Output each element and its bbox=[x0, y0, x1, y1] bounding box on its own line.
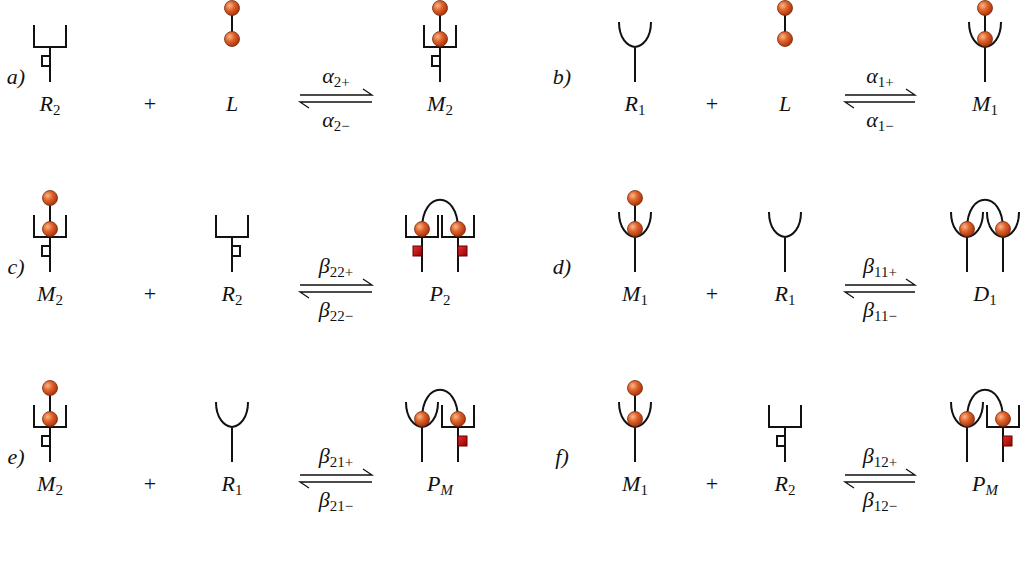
species-label: R2 bbox=[775, 473, 796, 495]
equilibrium-arrow bbox=[300, 469, 372, 488]
species-label: R1 bbox=[775, 283, 796, 305]
panel-letter: d) bbox=[553, 256, 571, 278]
species-label: L bbox=[226, 93, 238, 115]
rate-constant: α1− bbox=[866, 109, 893, 131]
plus-sign: + bbox=[144, 93, 156, 115]
rate-constant: β22− bbox=[319, 299, 353, 321]
species-label: M2 bbox=[37, 283, 63, 305]
species-label: PM bbox=[972, 473, 998, 495]
species-label: D1 bbox=[973, 283, 996, 305]
receptor-r2 bbox=[34, 25, 66, 82]
complex-m2 bbox=[424, 1, 456, 83]
rate-constant: β22+ bbox=[319, 255, 353, 277]
species-label: M1 bbox=[972, 93, 998, 115]
plus-sign: + bbox=[144, 473, 156, 495]
complex-m2 bbox=[34, 381, 66, 463]
equilibrium-arrow bbox=[845, 279, 915, 298]
receptor-r2 bbox=[216, 215, 248, 272]
complex-m1 bbox=[969, 1, 1001, 83]
panel-letter: a) bbox=[7, 66, 25, 88]
ligand bbox=[778, 1, 793, 47]
rate-constant: β21− bbox=[319, 489, 353, 511]
panel-letter: e) bbox=[7, 446, 24, 468]
species-label: P2 bbox=[430, 283, 451, 305]
equilibrium-arrow bbox=[300, 279, 372, 298]
plus-sign: + bbox=[706, 473, 718, 495]
dimer-pm bbox=[951, 390, 1019, 462]
dimer-d1 bbox=[951, 200, 1019, 272]
rate-constant: α1+ bbox=[866, 65, 893, 87]
ligand bbox=[225, 1, 240, 47]
receptor-r2 bbox=[769, 405, 801, 462]
species-label: M2 bbox=[427, 93, 453, 115]
species-label: R2 bbox=[40, 93, 61, 115]
dimer-pm bbox=[406, 390, 474, 462]
rate-constant: β11− bbox=[863, 299, 897, 321]
species-label: R1 bbox=[625, 93, 646, 115]
panel-letter: f) bbox=[555, 446, 568, 468]
species-label: M1 bbox=[622, 283, 648, 305]
species-label: M1 bbox=[622, 473, 648, 495]
receptor-r1 bbox=[769, 212, 801, 272]
rate-constant: α2− bbox=[322, 109, 349, 131]
dimer-p2 bbox=[406, 200, 474, 272]
rate-constant: β11+ bbox=[863, 255, 897, 277]
species-label: R1 bbox=[222, 473, 243, 495]
plus-sign: + bbox=[706, 283, 718, 305]
panel-letter: b) bbox=[553, 66, 571, 88]
complex-m1 bbox=[619, 191, 651, 273]
equilibrium-arrow bbox=[845, 469, 915, 488]
complex-m1 bbox=[619, 381, 651, 463]
equilibrium-arrow bbox=[300, 89, 372, 108]
receptor-r1 bbox=[619, 22, 651, 82]
receptor-r1 bbox=[216, 402, 248, 462]
rate-constant: β12− bbox=[863, 489, 897, 511]
complex-m2 bbox=[34, 191, 66, 273]
rate-constant: β12+ bbox=[863, 445, 897, 467]
species-label: M2 bbox=[37, 473, 63, 495]
plus-sign: + bbox=[144, 283, 156, 305]
equilibrium-arrow bbox=[845, 89, 915, 108]
panel-letter: c) bbox=[7, 256, 24, 278]
species-label: R2 bbox=[222, 283, 243, 305]
species-label: L bbox=[779, 93, 791, 115]
species-label: PM bbox=[427, 473, 453, 495]
rate-constant: β21+ bbox=[319, 445, 353, 467]
plus-sign: + bbox=[706, 93, 718, 115]
rate-constant: α2+ bbox=[322, 65, 349, 87]
